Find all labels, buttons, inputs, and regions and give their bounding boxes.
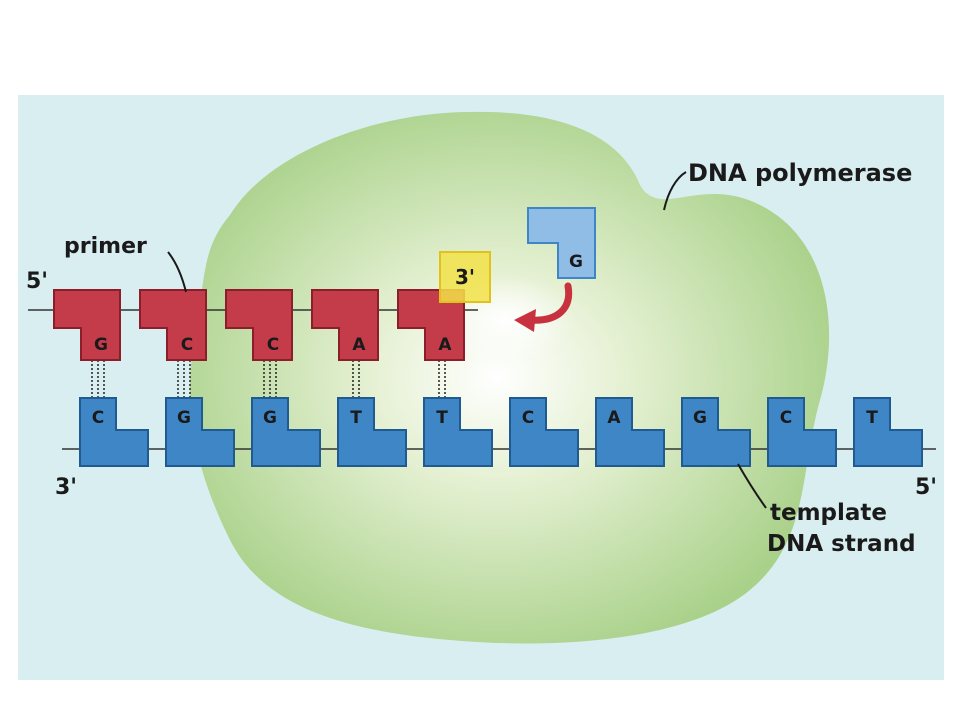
template-base-letter: T [350,408,362,428]
template-nucleotide: G [165,397,235,467]
primer-nucleotide: C [225,289,293,361]
template-base-letter: C [92,408,104,428]
template-base-letter: T [866,408,878,428]
primer-leader [167,251,187,293]
template-label-line1: template [770,500,887,526]
template-base-letter: T [436,408,448,428]
primer-nucleotide: G [53,289,121,361]
primer-base-letter: A [438,335,452,355]
template-nucleotide: A [595,397,665,467]
dna-polymerase-blob [189,111,830,644]
incoming-nucleotide: G [527,207,596,279]
primer-5prime-label: 5' [26,269,48,294]
primer-nucleotide: A [311,289,379,361]
template-nucleotide: C [509,397,579,467]
primer-nucleotide: C [139,289,207,361]
primer-base-letter: A [352,335,366,355]
primer-base-letter: G [94,335,108,355]
dna-polymerase-label: DNA polymerase [688,159,912,187]
template-nucleotide: T [853,397,923,467]
template-nucleotide: G [251,397,321,467]
template-label-line2: DNA strand [767,531,916,557]
template-nucleotide: T [423,397,493,467]
primer-3prime-highlight [439,251,491,303]
template-base-letter: C [780,408,792,428]
incoming-nucleotide-letter: G [569,252,583,272]
dna-polymerase-leader [663,171,687,211]
template-base-letter: G [177,408,191,428]
primer-label: primer [64,234,147,259]
template-nucleotide: C [79,397,149,467]
primer-base-letter: C [181,335,193,355]
primer-3prime-end-label: 3' [455,265,475,289]
template-3prime-label: 3' [55,475,77,500]
template-leader [737,463,767,509]
template-base-letter: G [263,408,277,428]
template-base-letter: G [693,408,707,428]
template-nucleotide: C [767,397,837,467]
template-base-letter: A [607,408,621,428]
template-nucleotide: G [681,397,751,467]
primer-nucleotide: A [397,289,465,361]
incorporation-arrow [514,282,573,332]
template-nucleotide: T [337,397,407,467]
primer-base-letter: C [267,335,279,355]
template-5prime-label: 5' [915,475,937,500]
template-base-letter: C [522,408,534,428]
